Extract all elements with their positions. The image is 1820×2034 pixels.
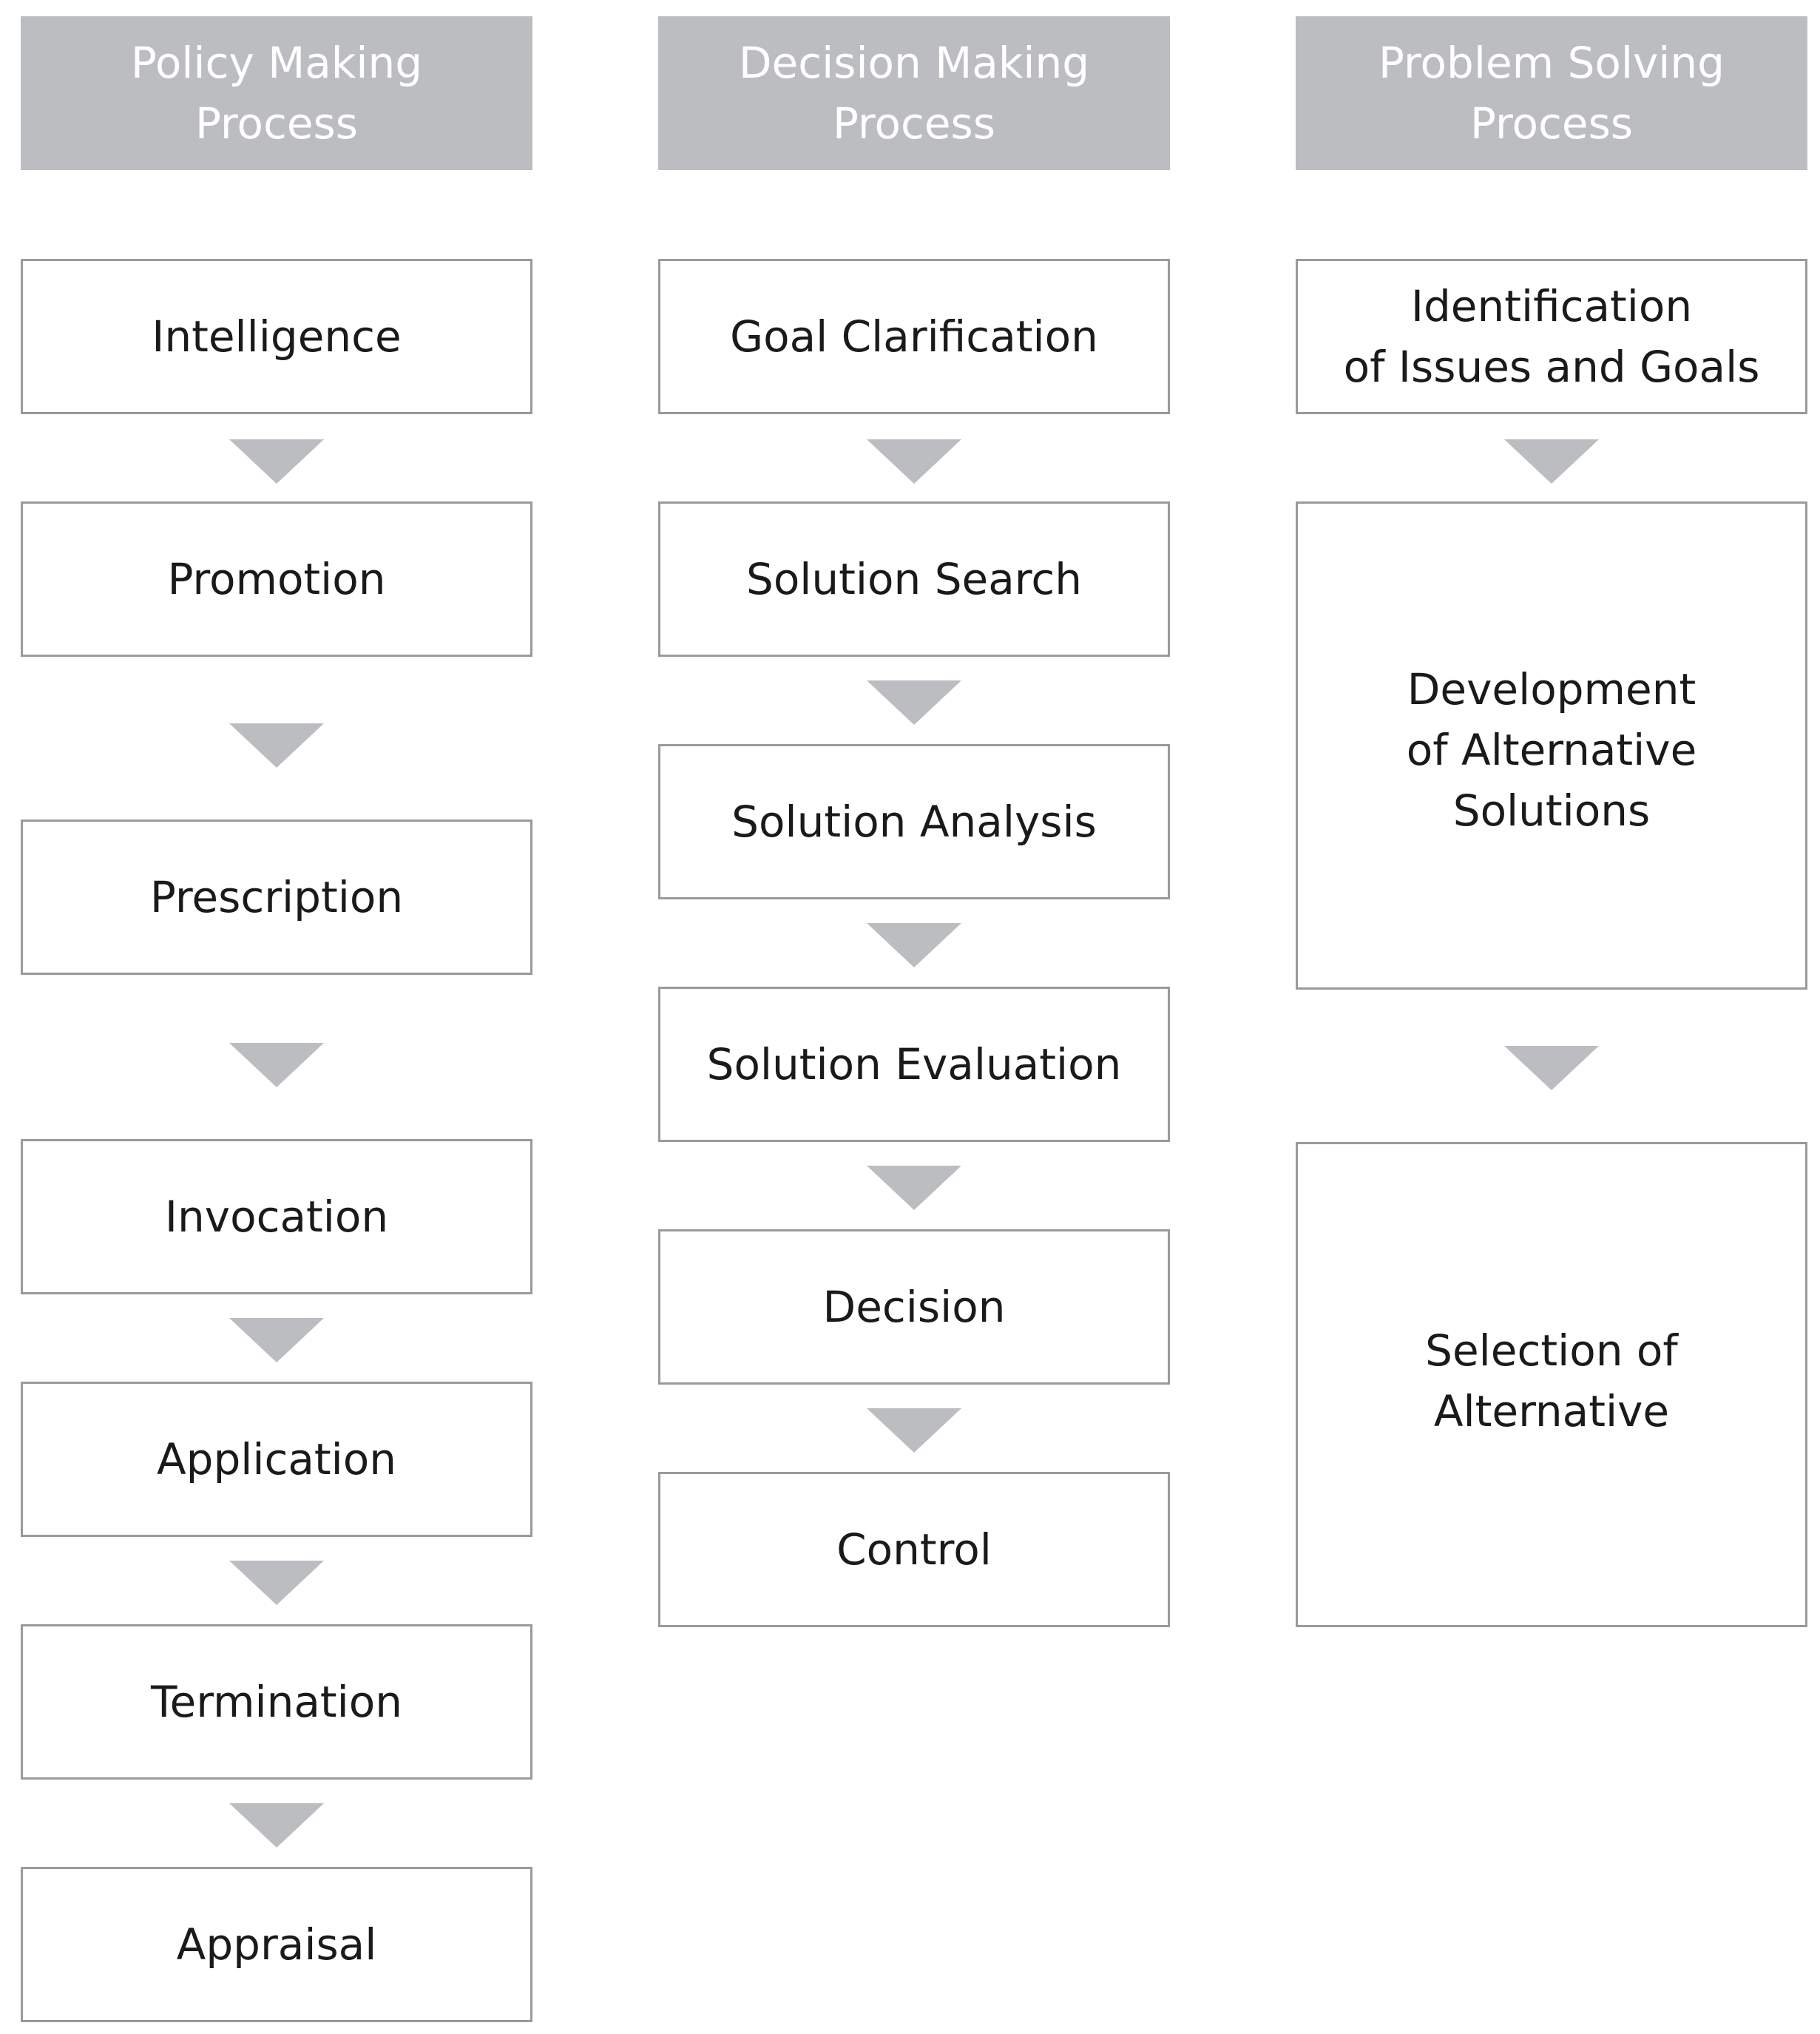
problem-solving-header: Problem Solving Process <box>1296 16 1807 170</box>
flow-arrow <box>229 439 324 484</box>
flow-arrow <box>867 1166 961 1210</box>
flow-arrow <box>1504 439 1599 484</box>
flow-arrow <box>867 1408 961 1453</box>
policy-step-application: Application <box>21 1382 532 1537</box>
flow-arrow <box>867 680 961 725</box>
problem-step-selection: Selection of Alternative <box>1296 1142 1807 1627</box>
flow-arrow <box>229 723 324 768</box>
flow-arrow <box>1504 1046 1599 1090</box>
policy-step-prescription: Prescription <box>21 820 532 975</box>
flow-arrow <box>229 1803 324 1848</box>
decision-step-solution-evaluation: Solution Evaluation <box>658 987 1170 1142</box>
policy-step-intelligence: Intelligence <box>21 259 532 414</box>
decision-step-decision: Decision <box>658 1229 1170 1385</box>
policy-step-termination: Termination <box>21 1624 532 1780</box>
flow-arrow <box>229 1043 324 1087</box>
decision-step-solution-search: Solution Search <box>658 501 1170 657</box>
decision-step-solution-analysis: Solution Analysis <box>658 744 1170 899</box>
flow-arrow <box>229 1561 324 1605</box>
decision-making-header: Decision Making Process <box>658 16 1170 170</box>
policy-step-promotion: Promotion <box>21 501 532 657</box>
flow-arrow <box>229 1318 324 1362</box>
flow-arrow <box>867 923 961 967</box>
policy-making-header: Policy Making Process <box>21 16 532 170</box>
problem-step-development: Development of Alternative Solutions <box>1296 501 1807 990</box>
decision-step-control: Control <box>658 1472 1170 1627</box>
policy-step-invocation: Invocation <box>21 1139 532 1294</box>
problem-step-identification: Identification of Issues and Goals <box>1296 259 1807 414</box>
flow-arrow <box>867 439 961 484</box>
decision-step-goal-clarification: Goal Clarification <box>658 259 1170 414</box>
policy-step-appraisal: Appraisal <box>21 1867 532 2022</box>
